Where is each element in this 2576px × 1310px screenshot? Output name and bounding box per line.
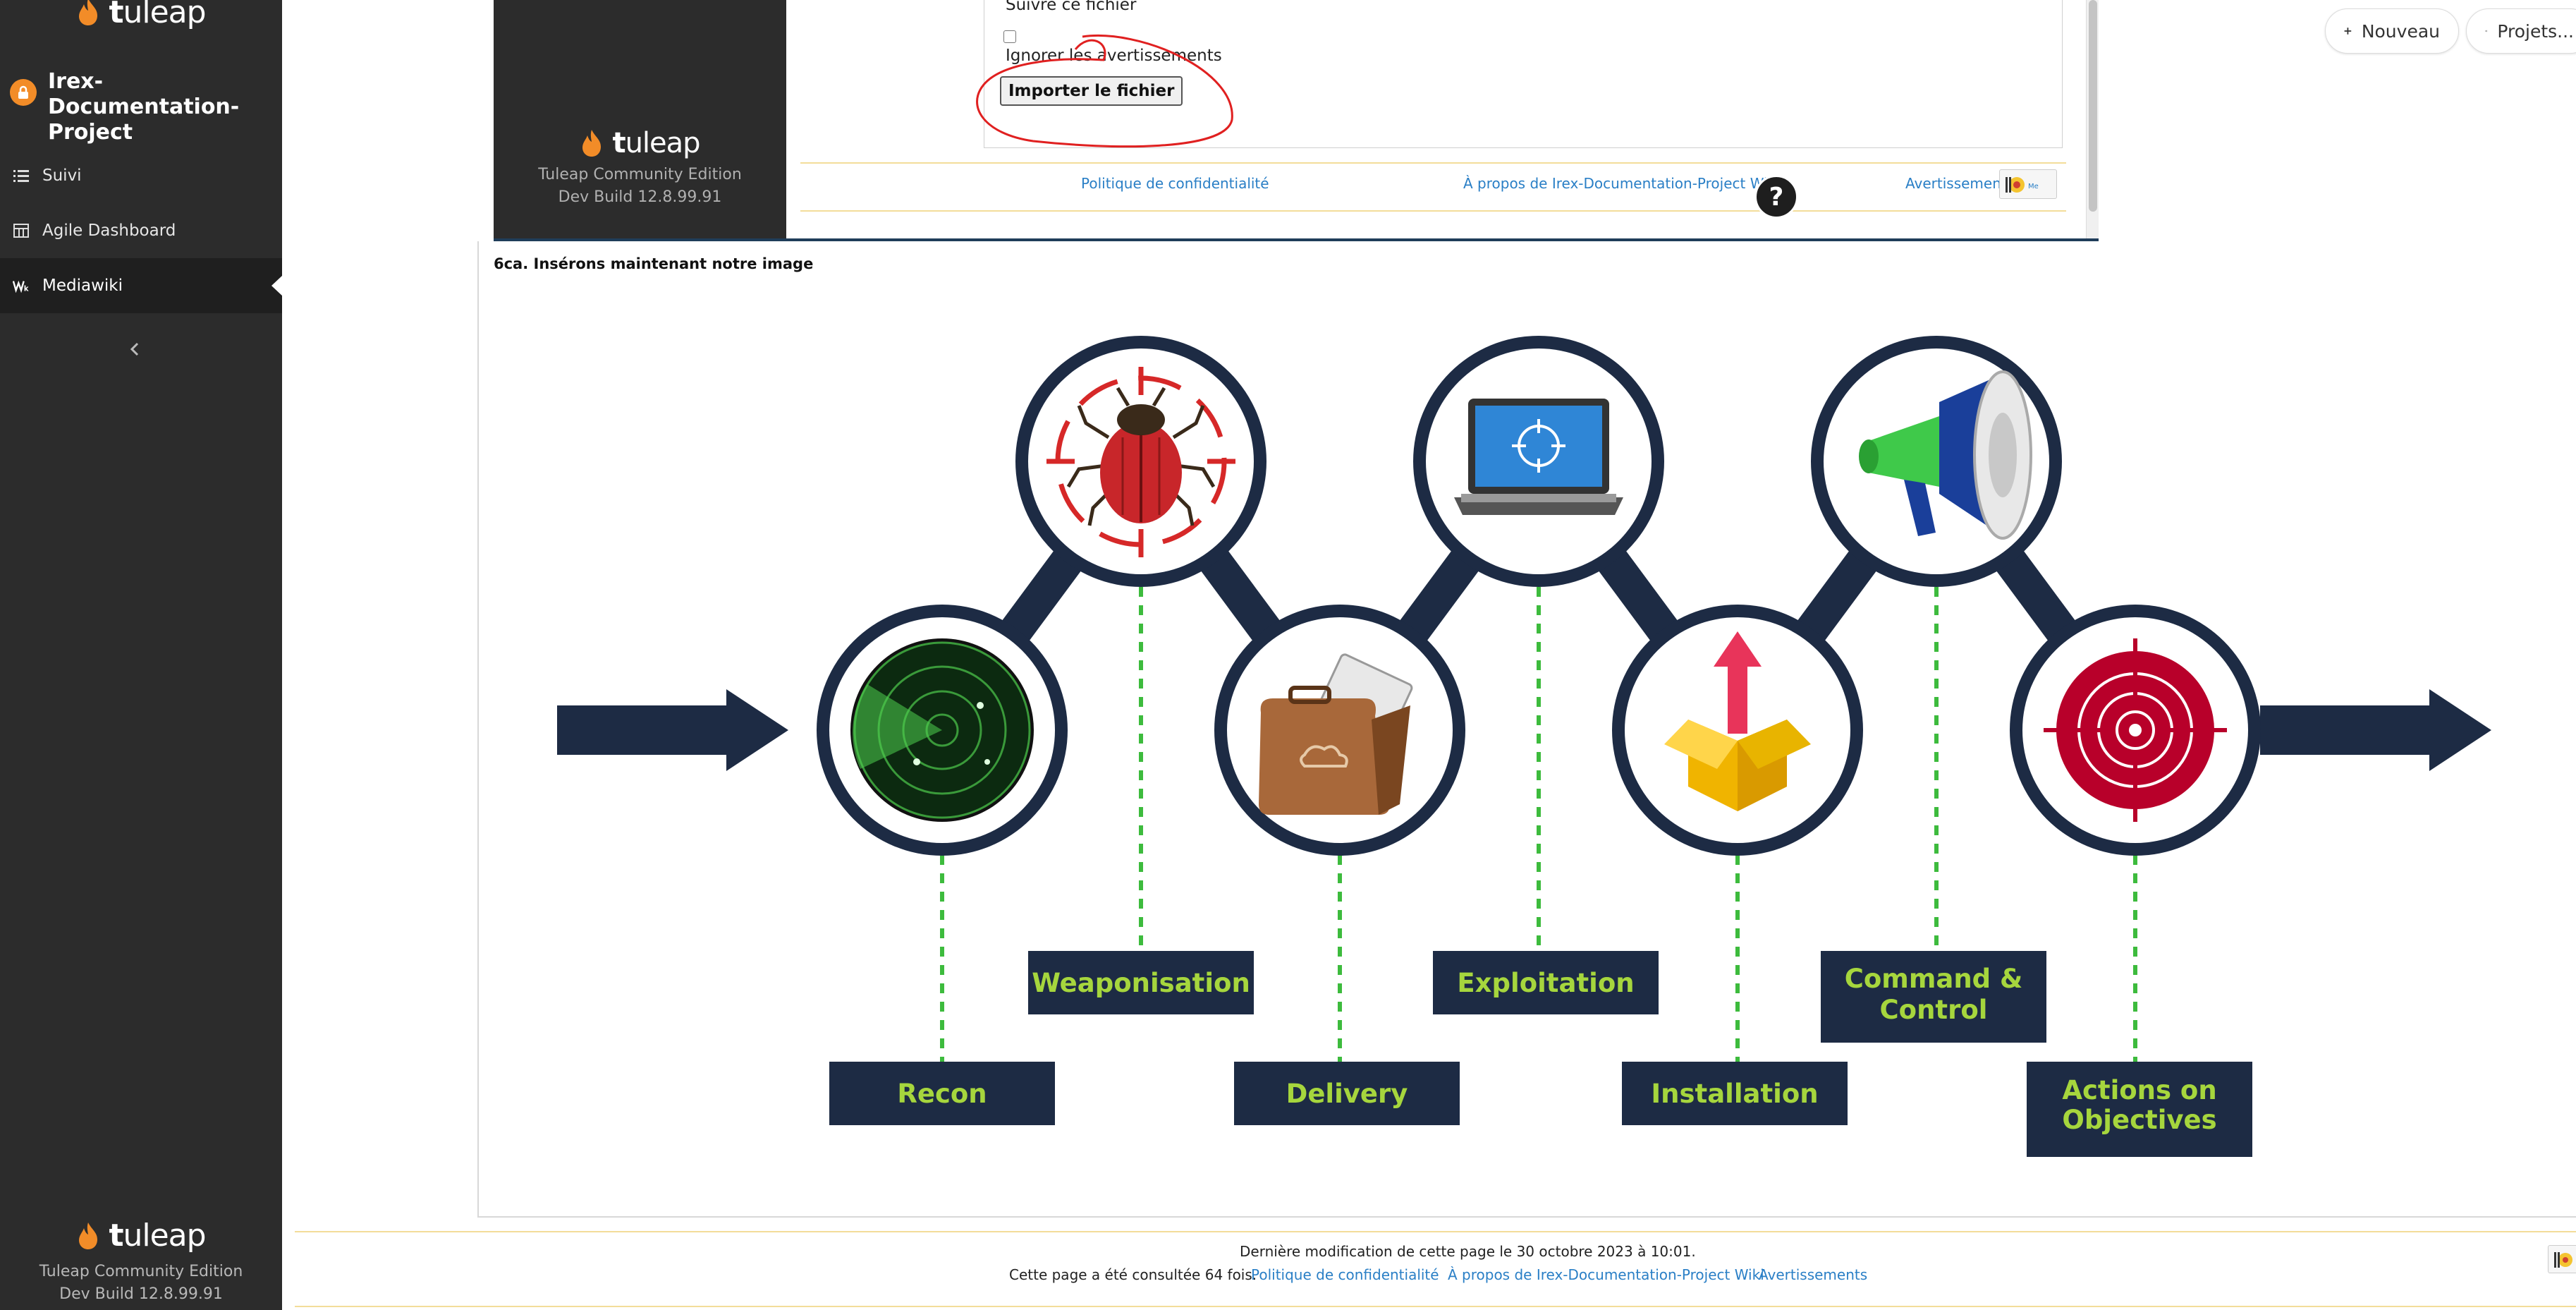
logo-text-bold: t — [109, 1218, 123, 1254]
lock-icon — [10, 79, 37, 106]
tuleap-logo[interactable]: tuleap — [0, 0, 282, 30]
embedded-footer: Politique de confidentialité — [800, 162, 2066, 212]
embedded-sidebar: tuleap Tuleap Community Edition Dev Buil… — [494, 0, 786, 238]
upload-form: Suivre ce fichier Ignorer les avertissem… — [984, 0, 2063, 148]
label-exploitation: Exploitation — [1433, 951, 1659, 1014]
label-actions-text: Actions on — [2062, 1075, 2216, 1105]
new-button-label: Nouveau — [2361, 20, 2440, 42]
powered-by-mediawiki-badge[interactable] — [2548, 1245, 2576, 1273]
new-button[interactable]: Nouveau — [2325, 8, 2459, 54]
sidebar-item-suivi[interactable]: Suivi — [0, 148, 282, 203]
target-icon — [2044, 638, 2227, 822]
delivery-node — [1214, 605, 1465, 856]
logo-text-bold: t — [109, 0, 123, 30]
build-label: Dev Build 12.8.99.91 — [59, 1285, 223, 1303]
megaphone-icon — [1859, 370, 2032, 540]
sidebar-item-label: Agile Dashboard — [42, 222, 176, 240]
label-installation: Installation — [1622, 1062, 1848, 1125]
section-caption: 6ca. Insérons maintenant notre image — [494, 255, 814, 272]
recon-node — [817, 605, 1068, 856]
projects-button[interactable]: Projets... — [2466, 8, 2576, 54]
last-modified-text: Dernière modification de cette page le 3… — [1240, 1243, 1696, 1260]
exploitation-node — [1413, 336, 1664, 587]
sidebar-item-label: Mediawiki — [42, 277, 123, 295]
import-file-button[interactable]: Importer le fichier — [1000, 76, 1183, 106]
radar-icon — [850, 638, 1034, 822]
mediawiki-icon: k — [13, 277, 30, 294]
edition-label: Tuleap Community Edition — [538, 166, 742, 183]
sidebar-nav: Suivi Agile Dashboard k Mediawiki — [0, 148, 283, 313]
ignore-warnings-checkbox[interactable] — [1003, 30, 1016, 43]
sidebar-item-agile-dashboard[interactable]: Agile Dashboard — [0, 203, 282, 258]
embedded-screenshot: tuleap Tuleap Community Edition Dev Buil… — [494, 0, 2099, 241]
label-command-control: Command & Control — [1821, 951, 2046, 1043]
page-footer: Dernière modification de cette page le 3… — [295, 1231, 2576, 1307]
flame-icon — [582, 130, 602, 157]
label-command-text: Command & — [1845, 964, 2023, 994]
label-objectives-text: Objectives — [2062, 1105, 2216, 1135]
label-actions-on-objectives: Actions on Objectives — [2027, 1062, 2252, 1157]
weaponisation-node — [1015, 336, 1266, 587]
collapse-sidebar-button[interactable] — [123, 337, 147, 361]
tuleap-logo: tuleap — [494, 127, 786, 159]
label-exploitation-text: Exploitation — [1457, 968, 1634, 998]
logo-text-rest: uleap — [123, 1218, 206, 1254]
label-recon: Recon — [829, 1062, 1055, 1125]
label-control-text: Control — [1880, 995, 1988, 1025]
list-icon — [13, 167, 30, 184]
installation-node — [1612, 605, 1863, 856]
project-name[interactable]: Irex-Documentation-Project — [48, 69, 240, 145]
exit-arrow — [2260, 689, 2491, 771]
label-delivery: Delivery — [1234, 1062, 1460, 1125]
tuleap-logo[interactable]: tuleap — [0, 1218, 282, 1254]
disclaimers-link[interactable]: Avertissements — [1905, 175, 2015, 192]
powered-by-mediawiki-badge[interactable]: Me — [1999, 169, 2057, 199]
svg-text:Me: Me — [2028, 183, 2039, 190]
shuffle-icon — [2485, 30, 2488, 32]
flame-icon — [79, 1222, 98, 1249]
project-header[interactable]: Irex-Documentation-Project — [10, 69, 268, 145]
box-icon — [1664, 631, 1811, 811]
actions-node — [2010, 605, 2261, 856]
edition-label: Tuleap Community Edition — [39, 1263, 243, 1280]
laptop-icon — [1454, 399, 1623, 515]
label-installation-text: Installation — [1651, 1079, 1818, 1109]
logo-text-rest: uleap — [123, 0, 206, 30]
build-label: Dev Build 12.8.99.91 — [558, 188, 722, 206]
projects-button-label: Projets... — [2497, 20, 2574, 42]
label-weaponisation-text: Weaponisation — [1032, 968, 1250, 998]
privacy-link[interactable]: Politique de confidentialité — [1081, 175, 1269, 192]
about-wiki-link[interactable]: À propos de Irex-Documentation-Project W… — [1463, 175, 1780, 192]
entry-arrow — [557, 689, 788, 771]
privacy-link[interactable]: Politique de confidentialité — [1251, 1266, 1439, 1283]
follow-file-label: Suivre ce fichier — [1006, 0, 1137, 14]
briefcase-icon — [1259, 653, 1413, 815]
plus-icon — [2344, 28, 2352, 35]
svg-text:k: k — [24, 285, 29, 293]
page-views-text: Cette page a été consultée 64 fois. — [1009, 1266, 1257, 1283]
dashed-guides — [940, 587, 2137, 1062]
flame-icon — [79, 0, 98, 25]
dashboard-icon — [13, 222, 30, 239]
disclaimers-link[interactable]: Avertissements — [1759, 1266, 1868, 1283]
sidebar-footer: tuleap Tuleap Community Edition Dev Buil… — [0, 1218, 282, 1306]
command-control-node — [1811, 336, 2062, 587]
red-annotation-circle — [976, 35, 1233, 148]
label-recon-text: Recon — [897, 1079, 987, 1109]
logo-text-bold: t — [612, 127, 625, 159]
about-wiki-link[interactable]: À propos de Irex-Documentation-Project W… — [1448, 1266, 1764, 1283]
sidebar: tuleap Irex-Documentation-Project Suivi … — [0, 0, 283, 1310]
wiki-content-frame — [477, 241, 2576, 1218]
label-delivery-text: Delivery — [1286, 1079, 1408, 1109]
bug-icon — [1046, 367, 1235, 557]
logo-text-rest: uleap — [625, 127, 701, 159]
label-weaponisation: Weaponisation — [1028, 951, 1254, 1014]
cyber-kill-chain-diagram: Recon Weaponisation Delivery Exploitatio… — [557, 336, 2491, 1157]
sidebar-item-mediawiki[interactable]: k Mediawiki — [0, 258, 283, 313]
embedded-scrollbar[interactable] — [2086, 0, 2099, 238]
help-button[interactable]: ? — [1754, 175, 1798, 219]
chevron-left-icon — [130, 342, 139, 356]
sidebar-item-label: Suivi — [42, 166, 82, 185]
